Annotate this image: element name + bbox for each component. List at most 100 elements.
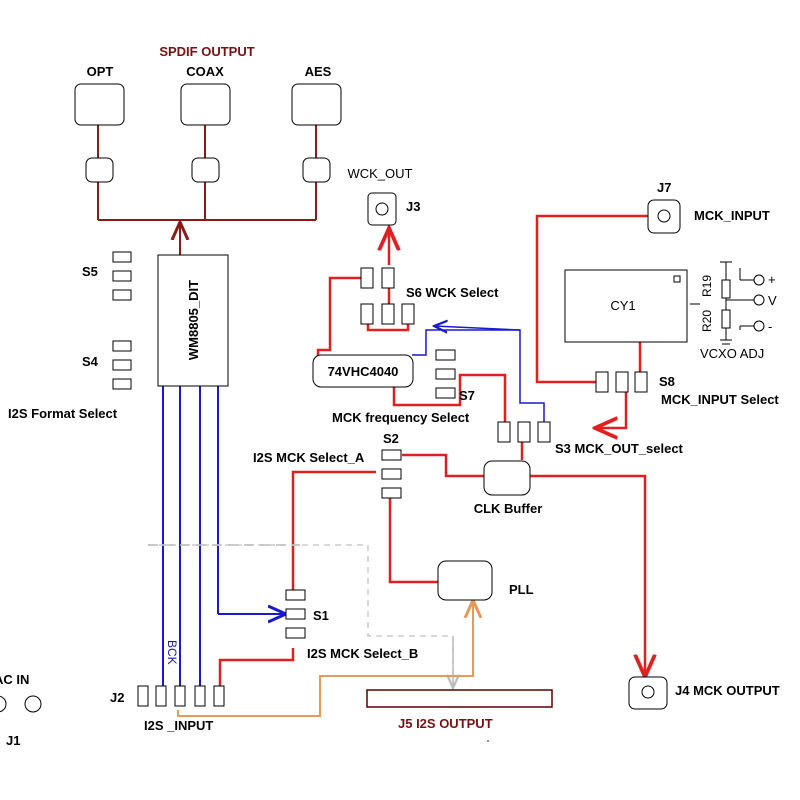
- s8-switch-2[interactable]: [615, 371, 629, 393]
- j4-label: J4 MCK OUTPUT: [675, 683, 780, 698]
- s2-switch-2[interactable]: [381, 468, 402, 480]
- s4-label: S4: [82, 354, 99, 369]
- opt-transformer: [85, 157, 114, 183]
- s3-switch-3[interactable]: [537, 421, 551, 443]
- stray-dot: [487, 740, 489, 742]
- coax-label: COAX: [186, 64, 224, 79]
- r19-label: R19: [700, 275, 714, 297]
- aes-connector: [291, 83, 342, 126]
- coax-transformer: [191, 157, 220, 183]
- ac-in-pin-1-icon: [0, 695, 7, 713]
- vcxo-adjust-network: [690, 261, 765, 345]
- j4-connector: [628, 676, 668, 710]
- s6-switch-4[interactable]: [381, 303, 395, 325]
- counter-74vhc4040-chip: [312, 354, 414, 388]
- j3-pin-icon: [375, 202, 389, 216]
- s3-switch-1[interactable]: [497, 421, 511, 443]
- cy1-oscillator: [564, 269, 688, 343]
- j4-pin-icon: [641, 685, 655, 699]
- j5-i2s-output-header: [366, 689, 553, 708]
- coax-connector: [180, 83, 231, 126]
- mck-blue-wire: [412, 326, 545, 422]
- j3-label: J3: [406, 199, 420, 214]
- s5-switch-2[interactable]: [112, 270, 132, 282]
- s6-label: S6 WCK Select: [406, 285, 499, 300]
- j2-pin-1: [137, 685, 149, 707]
- j7-label: J7: [657, 180, 671, 195]
- s5-switch-3[interactable]: [112, 289, 132, 301]
- wck-out-label: WCK_OUT: [348, 166, 413, 181]
- aes-label: AES: [305, 64, 332, 79]
- gray-wire: [148, 544, 453, 688]
- s7-switch-3[interactable]: [435, 387, 456, 399]
- s6-switch-2[interactable]: [381, 267, 395, 289]
- pll-label: PLL: [509, 582, 534, 597]
- s1-switch-1[interactable]: [285, 589, 306, 601]
- j7-connector: [647, 199, 681, 234]
- j5-label: J5 I2S OUTPUT: [398, 716, 493, 731]
- opt-connector: [74, 83, 125, 126]
- red-wires: [218, 214, 648, 686]
- j2-pin-2: [155, 685, 167, 707]
- s6-switch-3[interactable]: [360, 303, 374, 325]
- orange-wire: [177, 600, 473, 717]
- clk-buffer-label: CLK Buffer: [474, 501, 543, 516]
- s5-label: S5: [82, 264, 98, 279]
- s2-label: S2: [383, 431, 399, 446]
- s4-switch-3[interactable]: [112, 378, 132, 390]
- s7-label: S7: [459, 388, 475, 403]
- vcxo-plus-label: +: [768, 272, 776, 287]
- vcxo-minus-label: -: [768, 319, 772, 334]
- s7-switch-2[interactable]: [435, 368, 456, 380]
- wm8805-dit-chip: [157, 254, 229, 387]
- cy1-label: CY1: [610, 298, 635, 313]
- r20-label: R20: [700, 310, 714, 332]
- s4-switch-1[interactable]: [112, 340, 132, 352]
- s1-switch-3[interactable]: [285, 627, 306, 639]
- ac-in-pin-2-icon: [24, 695, 42, 713]
- s2-switch-1[interactable]: [381, 449, 402, 461]
- vcxo-adj-label: VCXO ADJ: [700, 346, 764, 361]
- s5-switch-1[interactable]: [112, 251, 132, 263]
- s6-switch-1[interactable]: [360, 267, 374, 289]
- i2s-mck-select-b-label: I2S MCK Select_B: [307, 646, 418, 661]
- wm8805-label: WM8805_DIT: [186, 280, 201, 360]
- s3-switch-2[interactable]: [517, 421, 531, 443]
- mck-input-label: MCK_INPUT: [694, 208, 770, 223]
- ac-in-label: AC IN: [0, 672, 29, 687]
- s2-switch-3[interactable]: [381, 487, 402, 499]
- i2s-format-select-label: I2S Format Select: [8, 406, 118, 421]
- s6-switch-5[interactable]: [401, 303, 415, 325]
- j2-label: J2: [110, 690, 124, 705]
- j2-pin-4: [194, 685, 206, 707]
- j1-label: J1: [6, 733, 20, 748]
- s8-switch-1[interactable]: [595, 371, 609, 393]
- s8-label: S8: [659, 374, 675, 389]
- bck-label: BCK: [165, 640, 179, 665]
- cy1-pin1-marker: [673, 275, 681, 283]
- i2s-input-blue-wires: [162, 386, 286, 686]
- s8-switch-3[interactable]: [634, 371, 648, 393]
- s7-switch-1[interactable]: [435, 349, 456, 361]
- j2-pin-3: [174, 685, 186, 707]
- aes-transformer: [302, 157, 331, 183]
- j3-connector: [367, 192, 397, 226]
- i2s-mck-select-a-label: I2S MCK Select_A: [253, 450, 365, 465]
- mck-frequency-select-label: MCK frequency Select: [332, 410, 470, 425]
- vcxo-v-label: V: [768, 293, 777, 308]
- mck-input-select-label: MCK_INPUT Select: [661, 392, 779, 407]
- spdif-bus-wires: [97, 125, 317, 255]
- s4-switch-2[interactable]: [112, 359, 132, 371]
- s1-switch-2[interactable]: [285, 608, 306, 620]
- opt-label: OPT: [87, 64, 114, 79]
- counter-74vhc4040-label: 74VHC4040: [328, 364, 399, 379]
- s3-label: S3 MCK_OUT_select: [555, 441, 684, 456]
- j7-pin-icon: [657, 209, 671, 223]
- s1-label: S1: [313, 608, 329, 623]
- clk-buffer-chip: [483, 460, 531, 496]
- pll-chip: [437, 560, 493, 601]
- j2-pin-5: [213, 685, 225, 707]
- i2s-input-label: I2S _INPUT: [144, 718, 213, 733]
- spdif-output-title: SPDIF OUTPUT: [159, 44, 254, 59]
